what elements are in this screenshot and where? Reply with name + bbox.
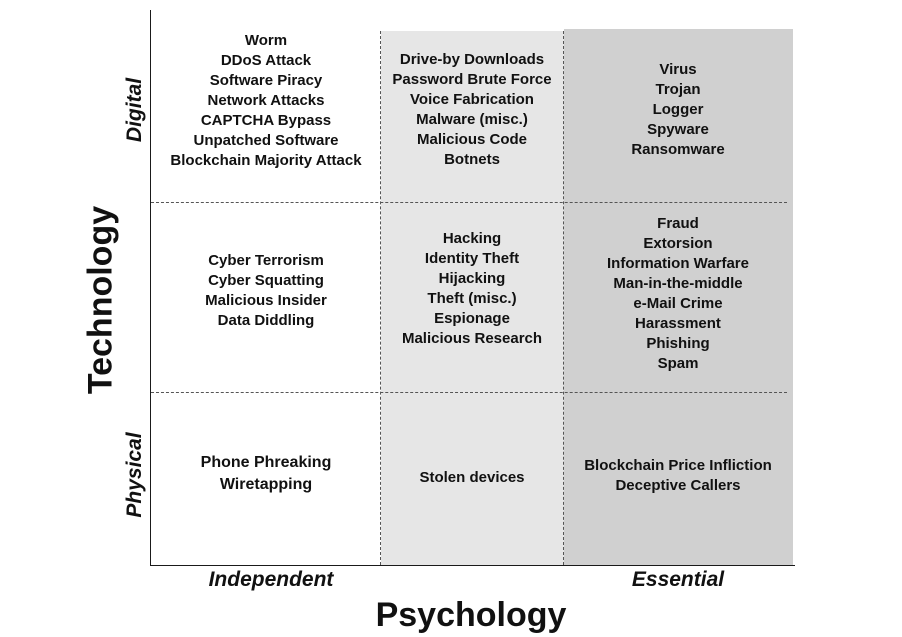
threat-item: Cyber Terrorism xyxy=(208,252,324,269)
threat-item: Voice Fabrication xyxy=(410,91,534,108)
threat-item: Blockchain Majority Attack xyxy=(170,152,362,169)
column-label-independent: Independent xyxy=(208,568,334,591)
threat-item: Hacking xyxy=(442,230,502,247)
threat-item: Man-in-the-middle xyxy=(613,275,743,292)
y-axis-title: Technology xyxy=(81,205,120,395)
y-axis-line xyxy=(150,10,151,566)
middle-column-shade xyxy=(381,31,564,565)
threat-item: Malware (misc.) xyxy=(416,111,528,128)
threat-item: Unpatched Software xyxy=(193,132,339,149)
threat-item: Phishing xyxy=(646,335,710,352)
threat-item: Logger xyxy=(652,101,704,118)
row-label-physical: Physical xyxy=(123,432,146,518)
threat-item: Fraud xyxy=(657,215,699,232)
threat-item: Cyber Squatting xyxy=(208,272,324,289)
threat-item: Software Piracy xyxy=(209,72,323,89)
grid-divider-right xyxy=(563,31,564,565)
threat-item: Information Warfare xyxy=(607,255,749,272)
threat-item: Botnets xyxy=(444,151,500,168)
threat-item: Deceptive Callers xyxy=(615,477,741,494)
threat-item: Wiretapping xyxy=(219,476,313,493)
threat-item: Malicious Research xyxy=(401,330,543,347)
row-label-digital: Digital xyxy=(123,77,146,143)
grid-divider-left xyxy=(380,31,381,565)
column-label-essential: Essential xyxy=(631,568,725,591)
threat-item: Network Attacks xyxy=(207,92,325,109)
threat-item: Worm xyxy=(244,32,288,49)
threat-item: Spyware xyxy=(647,121,709,138)
x-axis-line xyxy=(150,565,795,566)
threat-item: Malicious Code xyxy=(416,131,528,148)
threat-item: Password Brute Force xyxy=(392,71,552,88)
threat-item: Hijacking xyxy=(438,270,506,287)
threat-item: e-Mail Crime xyxy=(633,295,723,312)
threat-item: Harassment xyxy=(635,315,721,332)
essential-column-shade xyxy=(564,29,793,565)
threat-item: Malicious Insider xyxy=(205,292,327,309)
threat-item: Data Diddling xyxy=(217,312,315,329)
threat-item: Virus xyxy=(659,61,697,78)
threat-item: Ransomware xyxy=(631,141,725,158)
x-axis-title: Psychology xyxy=(375,596,567,634)
threat-item: DDoS Attack xyxy=(220,52,312,69)
threat-item: Theft (misc.) xyxy=(427,290,517,307)
grid-divider-upper xyxy=(151,202,787,203)
threat-item: Spam xyxy=(657,355,699,372)
threat-item: Trojan xyxy=(655,81,701,98)
threat-item: Identity Theft xyxy=(424,250,520,267)
threat-item: Drive-by Downloads xyxy=(399,51,545,68)
threat-item: Stolen devices xyxy=(419,469,525,486)
threat-item: CAPTCHA Bypass xyxy=(200,112,332,129)
grid-divider-lower xyxy=(151,392,787,393)
threat-item: Extorsion xyxy=(643,235,713,252)
cell-physical-middle: Stolen devices xyxy=(381,468,563,488)
threat-item: Blockchain Price Infliction xyxy=(584,457,772,474)
threat-item: Phone Phreaking xyxy=(200,454,332,471)
threat-item: Espionage xyxy=(434,310,510,327)
